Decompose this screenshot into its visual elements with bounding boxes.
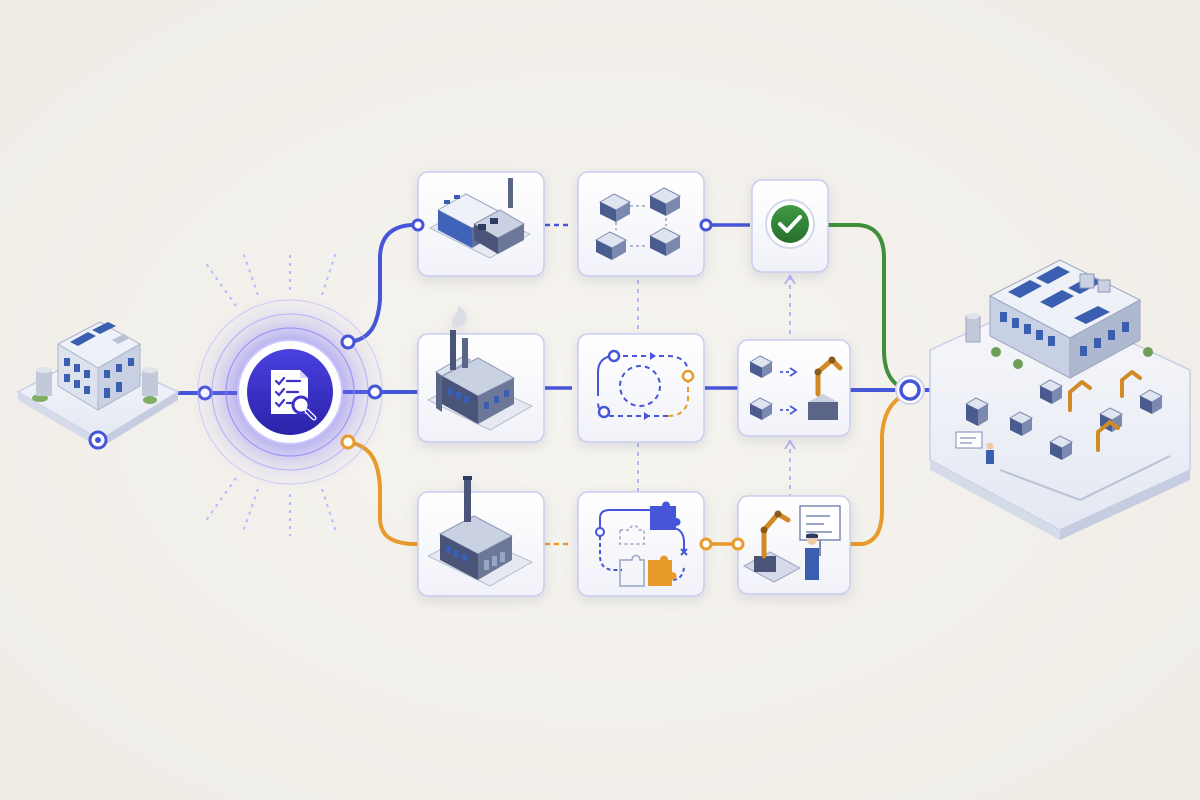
checklist-magnifier-icon [271,370,317,421]
top-card-success[interactable] [751,179,829,273]
target-factory-node[interactable] [929,259,1191,540]
middle-card-cycle[interactable] [577,333,705,443]
top-card-modules-out-port[interactable] [699,218,713,232]
bottom-card-operations-in-port[interactable] [731,537,745,551]
machine-to-robot-arm-icon [748,355,843,420]
top-card-factory-in-port[interactable] [411,218,425,232]
merge-node[interactable] [895,375,925,405]
factory-small-icon [428,178,532,259]
source-office-node[interactable] [16,321,180,450]
middle-card-automation[interactable] [737,339,851,437]
arrow-up-icon [784,274,796,285]
top-card-factory[interactable] [417,171,545,277]
bottom-card-factory[interactable] [417,476,545,597]
top-exit-success-path [826,223,910,392]
check-circle-icon [765,199,815,249]
middle-card-factory[interactable] [417,306,545,443]
arrow-up-icon [784,439,796,450]
production-line-icon [955,370,1171,501]
factory-smokestack-icon [426,306,534,431]
bottom-card-puzzle-out-port[interactable] [699,537,713,551]
puzzle-workflow-icon [595,501,688,587]
factory-chimney-icon [426,476,534,587]
modular-units-icon [594,187,682,260]
hub-port-middle[interactable] [367,384,383,400]
cycle-flow-icon [597,349,695,420]
review-hub-node[interactable] [190,250,390,536]
bottom-card-puzzle[interactable] [577,491,705,597]
top-card-modules[interactable] [577,171,705,277]
smart-factory-campus-icon [955,259,1171,501]
hub-rays [204,250,337,536]
hub-port-top[interactable] [340,334,356,350]
office-building-icon [56,321,142,411]
robot-operator-dashboard-icon [742,505,841,583]
bottom-card-operations[interactable] [737,495,851,595]
storage-silo-icon [36,367,158,396]
bottom-exit-path [848,392,908,546]
hub-port-bottom[interactable] [340,434,356,450]
